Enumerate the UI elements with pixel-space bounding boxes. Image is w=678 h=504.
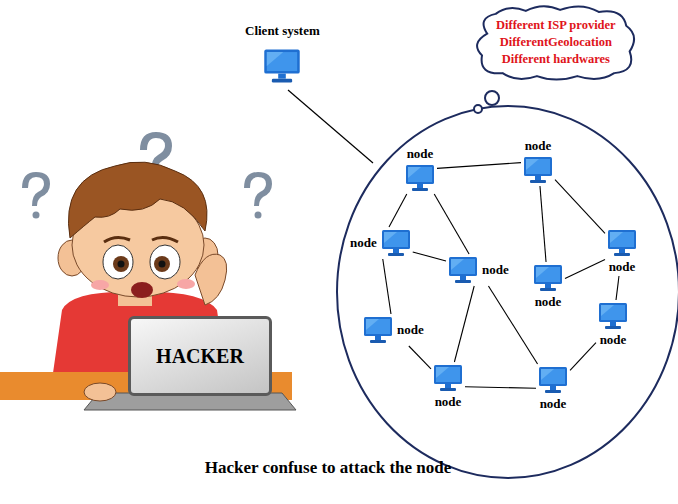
network-link bbox=[540, 186, 546, 262]
network-circle bbox=[337, 106, 678, 478]
computer-icon bbox=[523, 156, 553, 184]
client-link bbox=[288, 90, 373, 163]
computer-icon bbox=[405, 164, 435, 192]
network-link bbox=[389, 194, 407, 227]
computer-icon bbox=[263, 48, 301, 84]
network-node: node bbox=[533, 264, 563, 309]
thought-bubble bbox=[485, 91, 499, 105]
client-system: Client system bbox=[245, 24, 320, 84]
cloud-text: Different ISP provider bbox=[496, 17, 616, 34]
network-link bbox=[434, 194, 469, 254]
network-link bbox=[465, 387, 536, 388]
network-node: node bbox=[523, 139, 553, 184]
node-label: node bbox=[350, 236, 377, 250]
network-link bbox=[454, 286, 474, 362]
network-link bbox=[616, 276, 619, 300]
thought-bubble bbox=[474, 105, 482, 113]
network-node: node bbox=[598, 302, 628, 347]
network-link bbox=[383, 259, 391, 314]
computer-icon bbox=[538, 366, 568, 394]
cloud-text: DifferentGeolocation bbox=[496, 34, 616, 51]
node-label: Client system bbox=[245, 24, 320, 38]
network-link bbox=[555, 180, 605, 234]
node-label: node bbox=[525, 139, 552, 153]
node-label: node bbox=[482, 263, 509, 277]
network-node: node bbox=[433, 364, 463, 409]
computer-icon bbox=[381, 229, 411, 257]
node-label: node bbox=[535, 295, 562, 309]
thought-cloud: Different ISP providerDifferentGeolocati… bbox=[470, 4, 642, 83]
hand bbox=[84, 383, 116, 401]
network-node: node bbox=[448, 256, 509, 284]
computer-icon bbox=[598, 302, 628, 330]
node-label: node bbox=[407, 147, 434, 161]
laptop-screen: HACKER bbox=[128, 316, 272, 396]
network-link bbox=[413, 252, 446, 261]
network-node: node bbox=[607, 229, 637, 274]
node-label: node bbox=[540, 397, 567, 411]
cloud-text: Different hardwares bbox=[496, 51, 616, 68]
network-link bbox=[409, 346, 431, 369]
network-link bbox=[570, 343, 596, 371]
network-node: node bbox=[363, 316, 424, 344]
network-link bbox=[488, 286, 537, 364]
node-label: node bbox=[609, 260, 636, 274]
computer-icon bbox=[433, 364, 463, 392]
node-label: node bbox=[397, 323, 424, 337]
network-link bbox=[565, 260, 605, 279]
caption: Hacker confuse to attack the node bbox=[0, 458, 656, 478]
network-node: node bbox=[538, 366, 568, 411]
network-link bbox=[437, 163, 521, 169]
network-node: node bbox=[350, 229, 411, 257]
computer-icon bbox=[363, 316, 393, 344]
node-label: node bbox=[600, 333, 627, 347]
laptop-label: HACKER bbox=[156, 345, 244, 368]
computer-icon bbox=[448, 256, 478, 284]
node-label: node bbox=[435, 395, 462, 409]
computer-icon bbox=[533, 264, 563, 292]
computer-icon bbox=[607, 229, 637, 257]
network-node: node bbox=[405, 147, 435, 192]
